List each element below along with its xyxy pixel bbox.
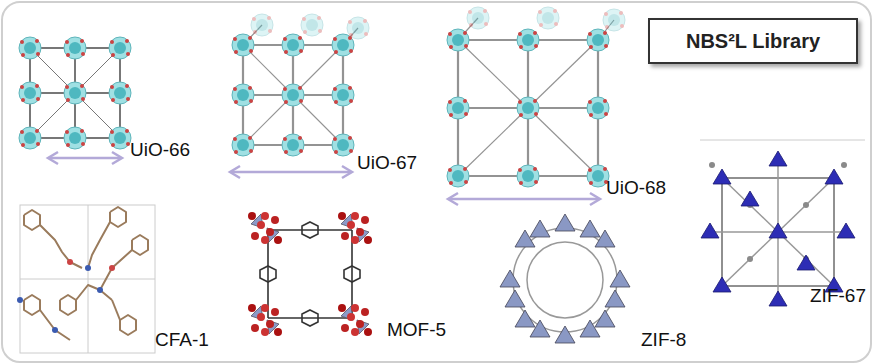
- structure-label: ZIF-8: [641, 330, 686, 351]
- title-text: NBS²L Library: [686, 30, 820, 53]
- structure-label: UiO-67: [357, 153, 417, 174]
- structure-label: ZIF-67: [810, 286, 866, 307]
- title-box: NBS²L Library: [648, 18, 858, 64]
- structure-label: UiO-66: [130, 140, 190, 161]
- structure-label: MOF-5: [387, 320, 446, 341]
- structure-label: UiO-68: [606, 178, 666, 199]
- structure-label: CFA-1: [155, 330, 209, 351]
